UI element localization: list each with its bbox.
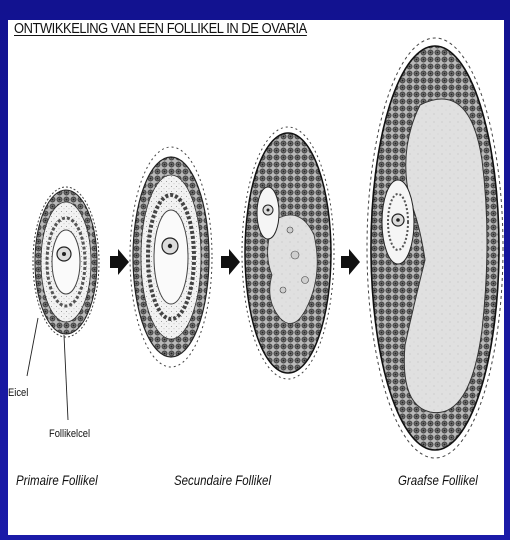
arrow-right-icon-1 [110, 249, 129, 275]
graafian-follicle [367, 38, 503, 458]
label-follicle-cell: Follikelcel [49, 428, 90, 440]
caption-primary-follicle: Primaire Follikel [16, 472, 98, 488]
arrow-right-icon-3 [341, 249, 360, 275]
primary-follicle [27, 187, 99, 420]
arrow-right-icon-2 [221, 249, 240, 275]
caption-graafian-follicle: Graafse Follikel [398, 472, 478, 488]
page-title: ONTWIKKELING VAN EEN FOLLIKEL IN DE OVAR… [14, 20, 307, 37]
caption-secondary-follicle: Secundaire Follikel [174, 472, 271, 488]
label-egg-cell: Eicel [8, 387, 28, 399]
tertiary-follicle [242, 127, 334, 379]
secondary-follicle [130, 147, 212, 367]
